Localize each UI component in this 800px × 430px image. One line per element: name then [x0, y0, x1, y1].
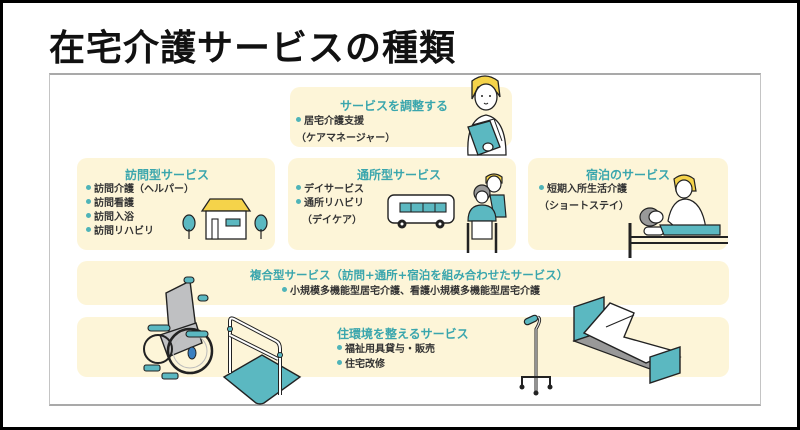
bullet-icon [296, 117, 301, 122]
bus-icon [387, 194, 455, 229]
section-daycare-note: （デイケア） [302, 215, 362, 226]
section-daycare-item: 通所リハビリ [296, 197, 364, 210]
bullet-icon [86, 185, 91, 190]
section-visiting-item: 訪問看護 [86, 197, 134, 210]
wheelchair-icon [143, 276, 214, 380]
slide: 在宅介護サービスの種類 サービスを調整する 居宅介護支援 （ケアマネージャー） … [3, 3, 797, 427]
section-visiting-title: 訪問型サービス [125, 168, 210, 182]
bullet-icon [296, 185, 301, 190]
section-visiting-item: 訪問リハビリ [86, 225, 154, 238]
bed-icon [572, 296, 682, 384]
house-icon [182, 198, 268, 240]
section-daycare-title: 通所型サービス [357, 168, 442, 182]
section-visiting-item: 訪問介護（ヘルパー） [86, 183, 194, 196]
section-visiting-item: 訪問入浴 [86, 211, 134, 224]
cane-icon [519, 314, 553, 396]
face [474, 83, 498, 111]
wheelchair-person-icon [466, 173, 507, 253]
section-coordination-item: 居宅介護支援 [296, 115, 364, 128]
section-overnight-title: 宿泊のサービス [586, 168, 671, 182]
handrail-icon [222, 316, 302, 405]
bullet-icon [282, 287, 287, 292]
bullet-icon [86, 227, 91, 232]
diagram-frame: サービスを調整する 居宅介護支援 （ケアマネージャー） 訪問型サービス 訪問介護… [49, 73, 761, 406]
bullet-icon [86, 213, 91, 218]
section-overnight-item: 短期入所生活介護 [539, 183, 627, 196]
section-coordination-title: サービスを調整する [340, 99, 449, 113]
page-title: 在宅介護サービスの種類 [49, 28, 457, 69]
bullet-icon [337, 345, 342, 350]
section-environment-item: 住宅改修 [337, 358, 385, 371]
section-combined-item: 小規模多機能型居宅介護、看護小規模多機能型居宅介護 [282, 285, 540, 298]
caregiver-bed-icon [628, 174, 728, 258]
section-environment-item: 福祉用具貸与・販売 [337, 343, 435, 356]
bullet-icon [86, 199, 91, 204]
bullet-icon [539, 185, 544, 190]
section-daycare-item: デイサービス [296, 183, 364, 196]
care-manager-illustration [467, 75, 507, 156]
section-coordination-note: （ケアマネージャー） [296, 133, 396, 144]
bullet-icon [296, 199, 301, 204]
section-environment-title: 住環境を整えるサービス [337, 327, 469, 341]
section-overnight-note: （ショートステイ） [539, 201, 629, 212]
bullet-icon [337, 360, 342, 365]
section-combined-title: 複合型サービス（訪問+通所+宿泊を組み合わせたサービス） [250, 268, 569, 282]
